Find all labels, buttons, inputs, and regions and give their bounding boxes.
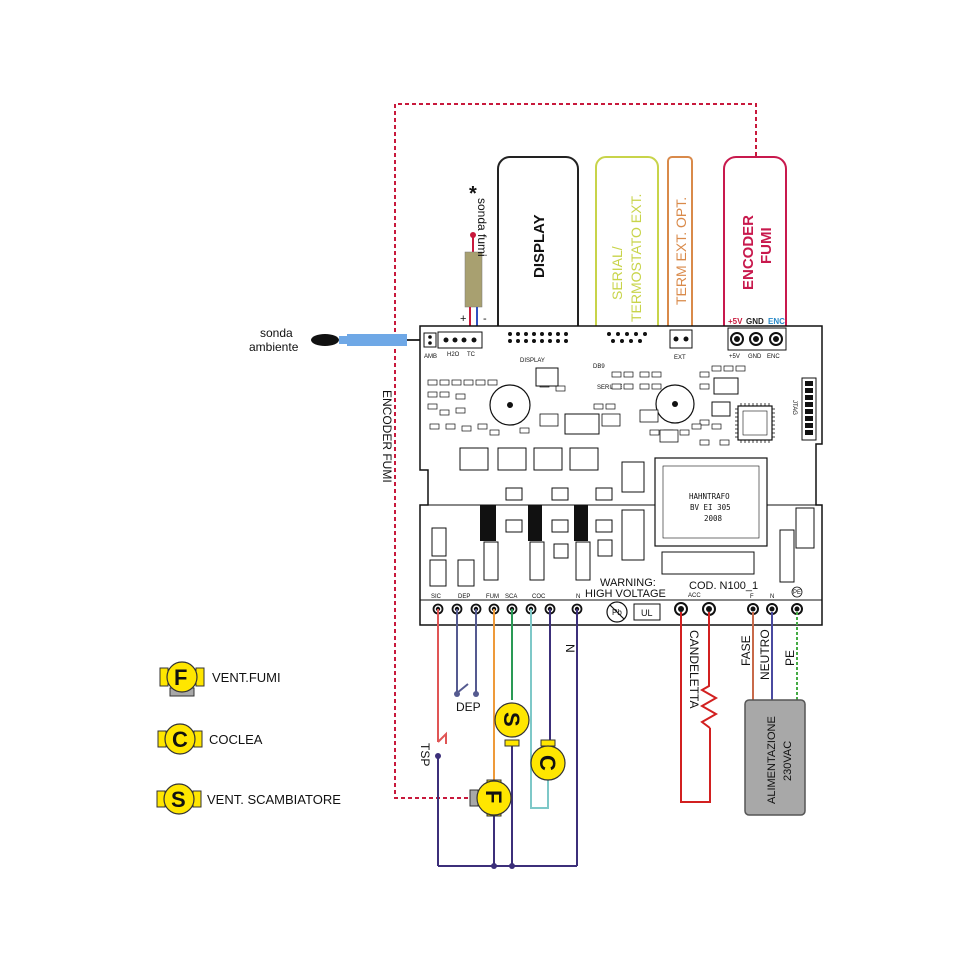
legend-item-fumi: F VENT.FUMI: [159, 661, 281, 697]
flue-star: *: [469, 183, 477, 205]
term-label: TERM EXT. OPT.: [673, 197, 689, 305]
flue-probe: [464, 232, 483, 330]
encoder-connector[interactable]: ENCODER FUMI +5V GND ENC: [723, 156, 787, 348]
legend-fumi-label: VENT.FUMI: [212, 670, 281, 685]
terminal-label-sic: SIC: [431, 594, 442, 600]
pcb-label-amb: AMB: [424, 354, 437, 360]
pcb-label-display: DISPLAY: [520, 358, 545, 364]
pb-mark: Pb: [612, 608, 622, 617]
transformer-line1: HAHNTRAFO: [689, 492, 730, 501]
serial-label-line2: TERMOSTATO EXT.: [628, 194, 644, 322]
terminal-label-coc: COC: [532, 594, 546, 600]
encoder-label-line1: ENCODER: [740, 215, 757, 290]
flue-minus: -: [483, 313, 487, 325]
term-ext-connector[interactable]: TERM EXT. OPT.: [667, 156, 693, 356]
board-code: COD. N100_1: [689, 580, 758, 592]
legend: F VENT.FUMI C COCLEA S VENT. SCAMBIATORE: [156, 661, 341, 815]
load-wires: [435, 609, 578, 869]
pcb-label-ext: EXT: [674, 355, 686, 361]
pcb-label-5v: +5V: [729, 354, 740, 360]
ul-mark: UL: [641, 608, 653, 618]
flue-plus: +: [460, 313, 466, 325]
motor-fumi: F: [469, 779, 512, 817]
serial-header-pins: [607, 332, 647, 343]
terminal-label-fum: FUM: [486, 594, 499, 600]
encoder-fumi-wire: [394, 103, 757, 799]
display-header-pins: [508, 332, 568, 343]
mcu-pins: [735, 403, 775, 443]
motor-c-letter: C: [535, 755, 560, 771]
neutro-label: NEUTRO: [758, 629, 772, 680]
terminal-label-neutral: N: [770, 594, 774, 600]
n-wire-label: N: [563, 644, 577, 653]
power-supply: ALIMENTAZIONE 230VAC: [744, 699, 806, 816]
legend-fumi-letter: F: [174, 665, 187, 690]
pe-label: PE: [783, 650, 797, 666]
terminal-label-n: N: [576, 594, 580, 600]
pcb-label-seriale: SERIALE: [597, 385, 622, 391]
serial-label-line1: SERIAL/: [609, 246, 625, 300]
transformer-line3: 2008: [704, 514, 723, 523]
terminal-label-acc: ACC: [688, 593, 701, 599]
jtag-pins: [805, 381, 813, 435]
fase-label: FASE: [739, 635, 753, 666]
motor-scambiatore: S: [494, 702, 530, 747]
ambient-label-line1: sonda: [260, 326, 293, 340]
tsp-label: TSP: [418, 743, 432, 766]
pe-symbol: PE: [793, 590, 801, 596]
ambient-label-line2: ambiente: [249, 340, 299, 354]
psu-line1: ALIMENTAZIONE: [766, 716, 778, 804]
pcb-label-jtag: JTAG: [791, 400, 797, 415]
candeletta-wire: [680, 612, 719, 803]
transformer-line2: BV EI 305: [690, 503, 731, 512]
terminal-label-sca: SCA: [505, 594, 517, 600]
legend-scambiatore-label: VENT. SCAMBIATORE: [207, 792, 341, 807]
display-label: DISPLAY: [531, 214, 548, 278]
legend-coclea-letter: C: [172, 727, 188, 752]
enc-pin-gnd: GND: [746, 317, 764, 326]
terminal-label-dep: DEP: [458, 594, 470, 600]
warning-line1: WARNING:: [600, 577, 656, 589]
psu-line2: 230VAC: [782, 741, 794, 781]
encoder-label-line2: FUMI: [758, 227, 775, 264]
encoder-wire-label: ENCODER FUMI: [380, 390, 394, 483]
motor-f-letter: F: [481, 790, 506, 803]
relay-row: [539, 409, 679, 443]
warning-line2: HIGH VOLTAGE: [585, 588, 666, 600]
pcb-board: AMB H2O TC DISPLAY DB9 SERIALE EXT +5V G…: [419, 325, 823, 626]
ambient-probe: [311, 334, 428, 346]
terminal-label-f: F: [750, 594, 754, 600]
legend-coclea-label: COCLEA: [209, 732, 263, 747]
mains-wires: [752, 612, 798, 700]
legend-item-coclea: C COCLEA: [157, 723, 263, 755]
pcb-label-h2o: H2O: [447, 352, 460, 358]
pcb-label-enc: ENC: [767, 354, 780, 360]
pcb-label-db9: DB9: [593, 364, 605, 370]
enc-pin-5v: +5V: [728, 317, 743, 326]
motor-coclea: C: [530, 739, 566, 781]
candeletta-label: CANDELETTA: [687, 630, 701, 708]
dep-label: DEP: [456, 700, 481, 714]
pcb-label-gnd: GND: [748, 354, 762, 360]
motor-s-letter: S: [499, 712, 524, 727]
flue-label: sonda fumi: [475, 198, 489, 257]
legend-item-scambiatore: S VENT. SCAMBIATORE: [156, 783, 341, 815]
enc-pin-enc: ENC: [768, 317, 785, 326]
pcb-label-tc: TC: [467, 352, 476, 358]
legend-scambiatore-letter: S: [171, 787, 186, 812]
